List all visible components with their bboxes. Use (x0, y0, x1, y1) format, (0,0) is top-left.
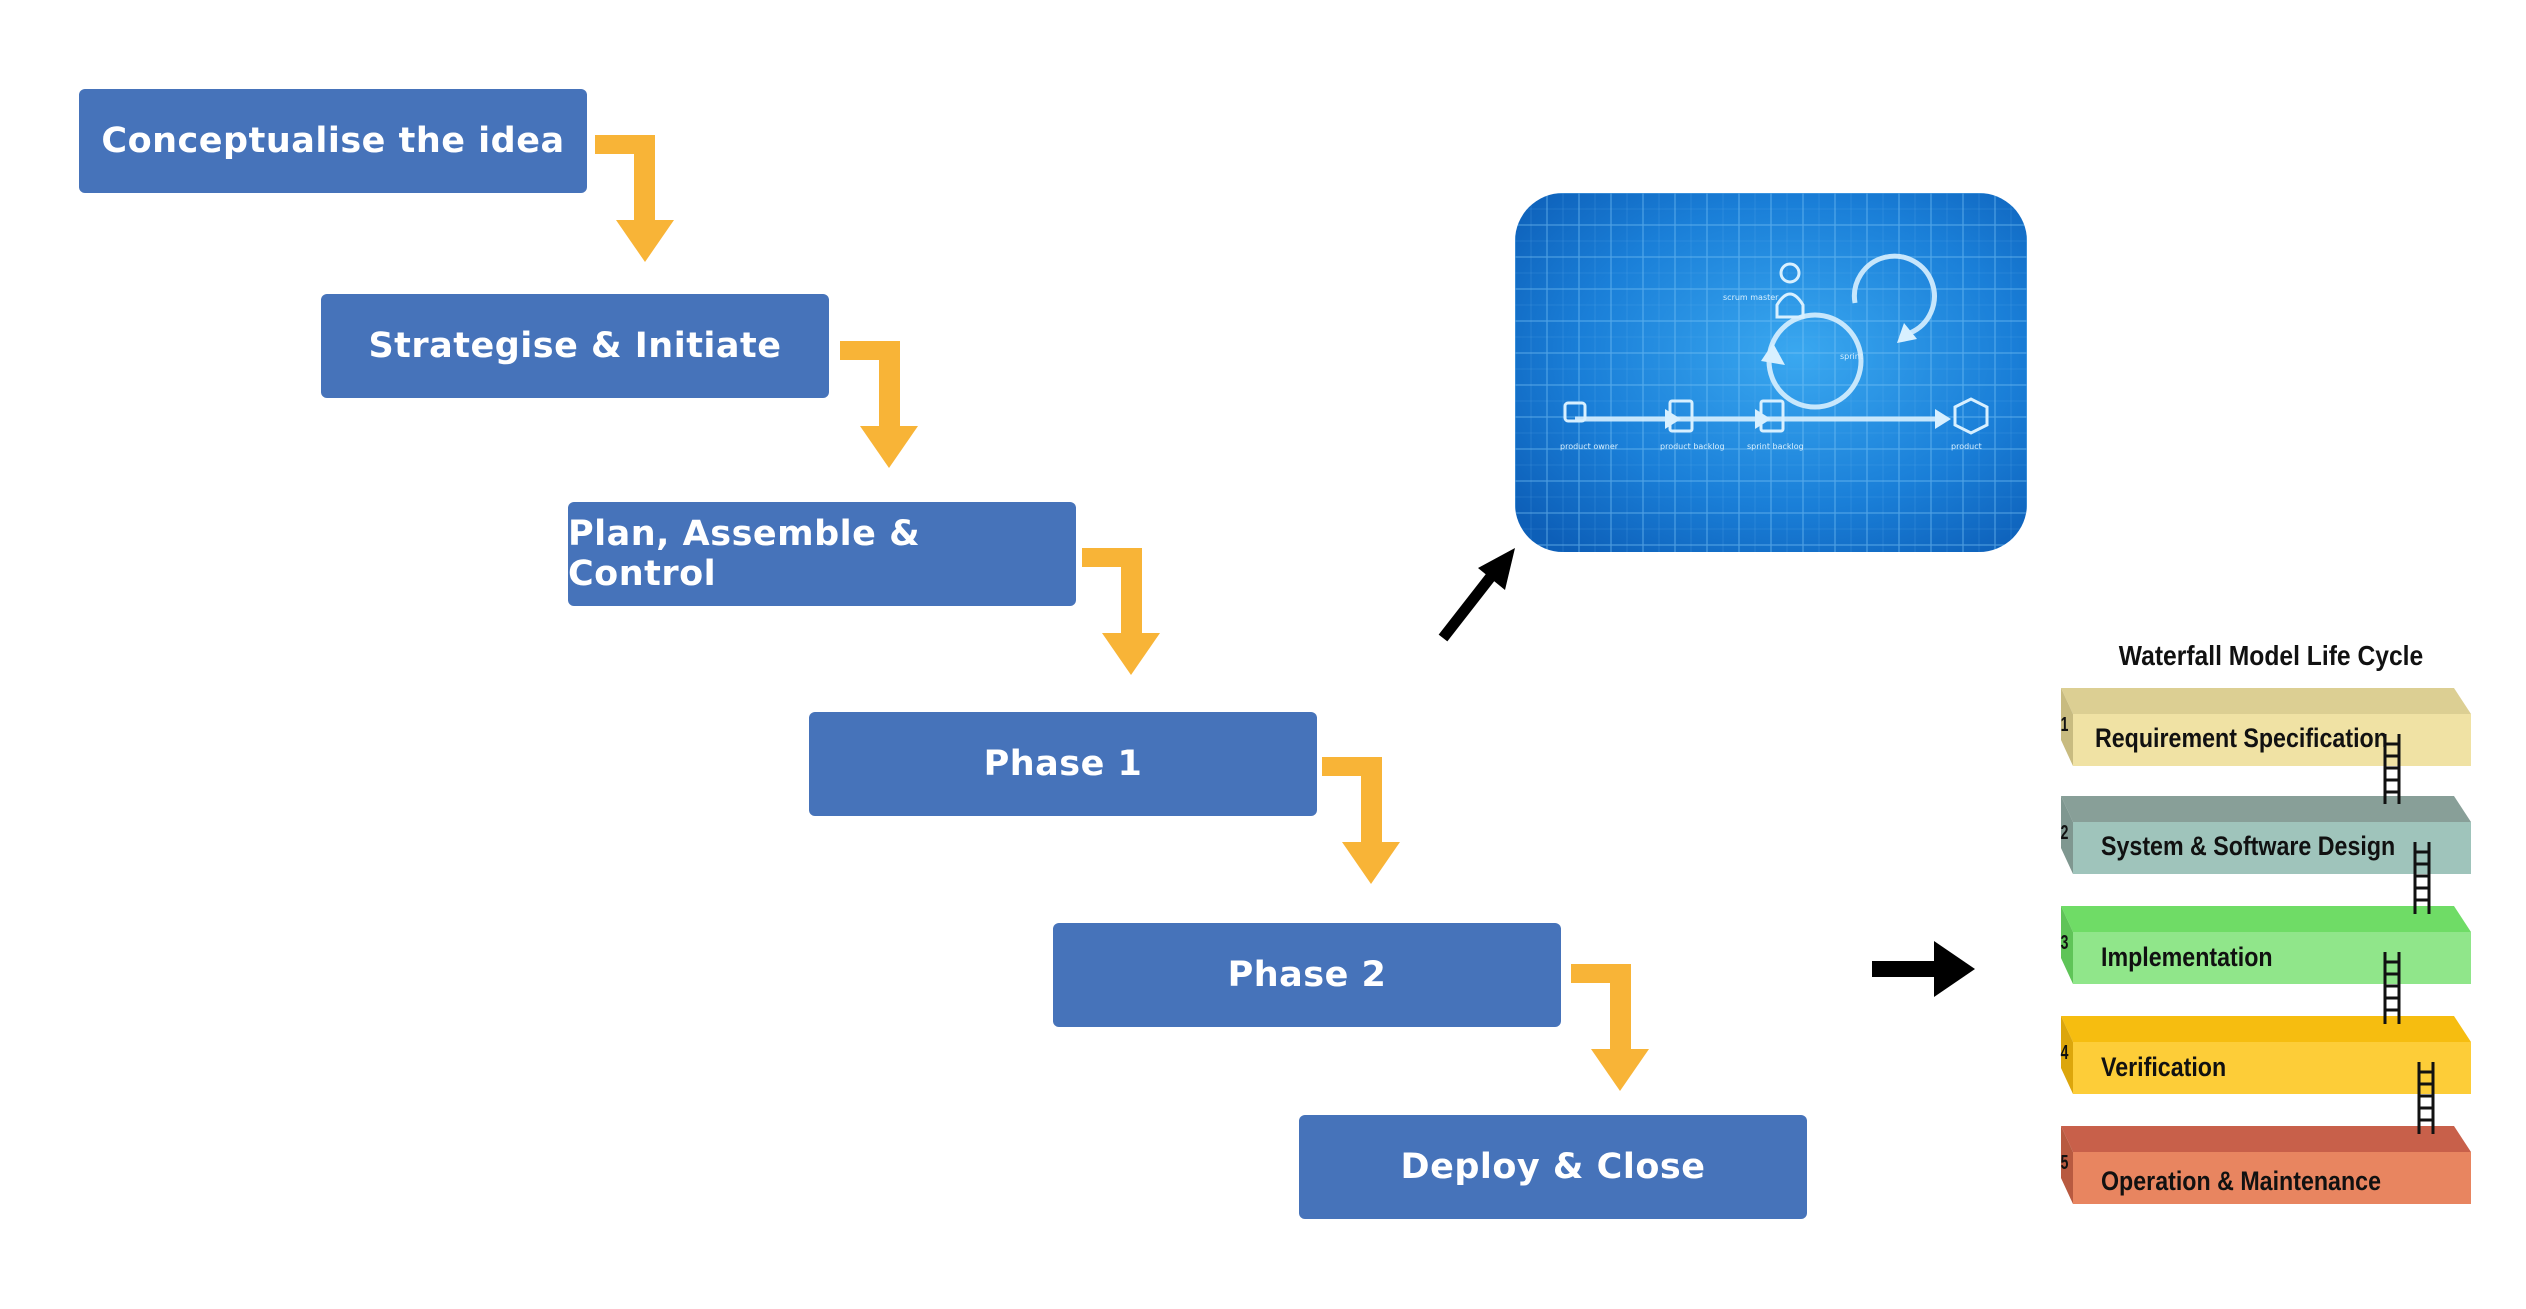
waterfall-stage-3-number: 3 (2060, 932, 2069, 954)
ladder-3 (2383, 952, 2401, 1024)
svg-text:product owner: product owner (1560, 442, 1619, 451)
svg-text:product backlog: product backlog (1660, 442, 1725, 451)
waterfall-stage-2 (2061, 796, 2471, 874)
flow-arrow-4 (1322, 757, 1400, 884)
step-deploy: Deploy & Close (1299, 1115, 1807, 1219)
step-phase-2: Phase 2 (1053, 923, 1561, 1027)
svg-text:scrum master: scrum master (1723, 293, 1779, 302)
waterfall-stage-1-number: 1 (2060, 714, 2069, 736)
waterfall-stage-4 (2061, 1016, 2471, 1094)
svg-text:sprint backlog: sprint backlog (1747, 442, 1804, 451)
waterfall-stage-5-label: Operation & Maintenance (2101, 1166, 2381, 1196)
waterfall-stage-5-number: 5 (2060, 1152, 2069, 1174)
step-strategise: Strategise & Initiate (321, 294, 829, 398)
svg-text:product: product (1951, 442, 1982, 451)
waterfall-stage-4-label: Verification (2101, 1052, 2227, 1082)
flow-arrow-3 (1082, 548, 1160, 675)
ladder-4 (2417, 1062, 2435, 1134)
waterfall-stage-3 (2061, 906, 2471, 984)
flow-arrow-2 (840, 341, 918, 468)
waterfall-stage-1 (2061, 688, 2471, 766)
waterfall-stage-4-number: 4 (2060, 1042, 2069, 1064)
waterfall-stage-3-label: Implementation (2101, 942, 2273, 972)
flow-arrow-5 (1571, 964, 1649, 1091)
waterfall-stage-5 (2061, 1126, 2471, 1204)
waterfall-stage-1-label: Requirement Specification (2095, 723, 2388, 753)
waterfall-stage-2-number: 2 (2060, 822, 2069, 844)
ladder-1 (2383, 734, 2401, 804)
svg-text:sprint: sprint (1840, 352, 1863, 361)
agile-blueprint-image: product owner product backlog sprint bac… (1515, 193, 2027, 552)
waterfall-stage-2-label: System & Software Design (2101, 831, 2396, 861)
ladder-2 (2413, 842, 2431, 914)
waterfall-pointer-arrow (1872, 941, 1975, 997)
step-conceptualise: Conceptualise the idea (79, 89, 587, 193)
step-phase-1: Phase 1 (809, 712, 1317, 816)
waterfall-title: Waterfall Model Life Cycle (2118, 640, 2424, 671)
step-plan: Plan, Assemble & Control (568, 502, 1076, 606)
flow-arrow-1 (595, 135, 674, 262)
agile-pointer-arrow (1438, 548, 1515, 642)
